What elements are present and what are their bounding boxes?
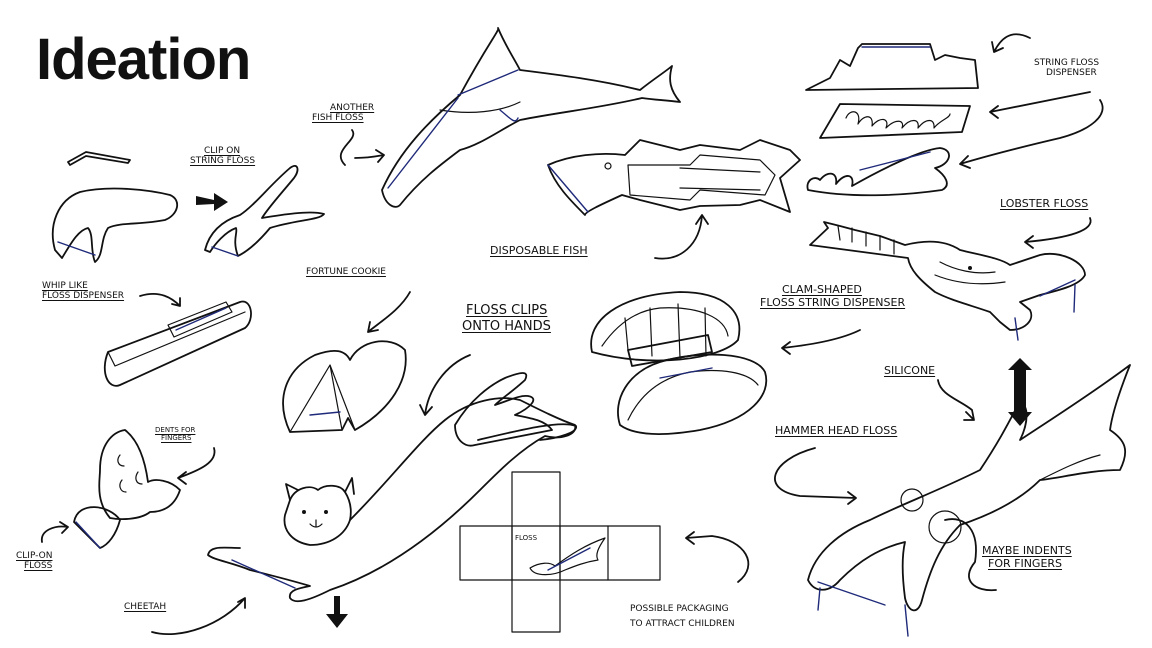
hammerhead-sketch [807, 364, 1131, 637]
arrow-cheetah [151, 597, 246, 636]
label-cheetah: CHEETAH [124, 602, 167, 612]
arrow-lobster [1024, 217, 1092, 249]
arrow-down-cheetah [326, 596, 348, 628]
label-fortune-cookie: FORTUNE COOKIE [306, 267, 386, 277]
string-floss-dispenser-sketch [805, 43, 979, 197]
arrow-silicone [1008, 358, 1032, 426]
arrow-dispenser-1 [991, 33, 1031, 53]
arrow-clam [781, 329, 861, 355]
arrow-fortune [367, 291, 411, 333]
arrow-another-fish [339, 129, 385, 166]
label-box-floss: FLOSS [515, 534, 538, 542]
label-disposable-fish: DISPOSABLE FISH [490, 244, 588, 257]
packaging-net-sketch [459, 471, 661, 633]
arrow-disposable-fish [654, 214, 709, 260]
another-fish-sketch [381, 27, 681, 208]
arrow-dispenser-2 [989, 91, 1091, 119]
arrow-hammerhead [774, 447, 857, 505]
arrow-packaging [685, 531, 750, 583]
arrow-clip-on [41, 521, 69, 543]
label-possible-packaging: POSSIBLE PACKAGING TO ATTRACT CHILDREN [630, 604, 735, 629]
arrow-indents [944, 518, 997, 592]
label-clip-on-string-floss: CLIP ON STRING FLOSS [190, 146, 256, 166]
arrow-hands [419, 354, 471, 416]
cheetah-sketch [207, 397, 577, 603]
label-dents-for-fingers: DENTS FOR FINGERS [155, 426, 196, 442]
label-lobster-floss: LOBSTER FLOSS [1000, 197, 1089, 210]
fortune-cookie-sketch [282, 340, 407, 433]
label-hammer-head-floss: HAMMER HEAD FLOSS [775, 424, 898, 437]
lobster-floss-sketch [809, 221, 1086, 341]
label-silicone: SILICONE [884, 364, 936, 377]
label-floss-clips-hands: FLOSS CLIPS ONTO HANDS [462, 303, 551, 334]
fish-dents-sketch [73, 429, 181, 549]
clam-dispenser-sketch [590, 291, 768, 435]
hand-floss-sketch [454, 372, 577, 447]
clip-floss-sketch [51, 151, 325, 263]
arrow-silicone-curve [937, 379, 975, 421]
arrow-dents [177, 447, 216, 485]
label-another-fish-floss: ANOTHER FISH FLOSS [312, 103, 375, 123]
whip-dispenser-sketch [103, 300, 252, 387]
disposable-fish-sketch [547, 139, 801, 216]
arrow-dispenser-3 [959, 99, 1104, 169]
label-whip-like: WHIP LIKE FLOSS DISPENSER [42, 281, 125, 301]
label-string-floss-dispenser: STRING FLOSS DISPENSER [1034, 58, 1100, 78]
label-clam-shaped: CLAM-SHAPED FLOSS STRING DISPENSER [760, 283, 906, 309]
arrow-whip [139, 293, 181, 307]
label-clip-on-floss: CLIP-ON FLOSS [16, 551, 53, 571]
page-title: Ideation [36, 27, 251, 92]
label-maybe-indents: MAYBE INDENTS FOR FINGERS [982, 544, 1072, 570]
